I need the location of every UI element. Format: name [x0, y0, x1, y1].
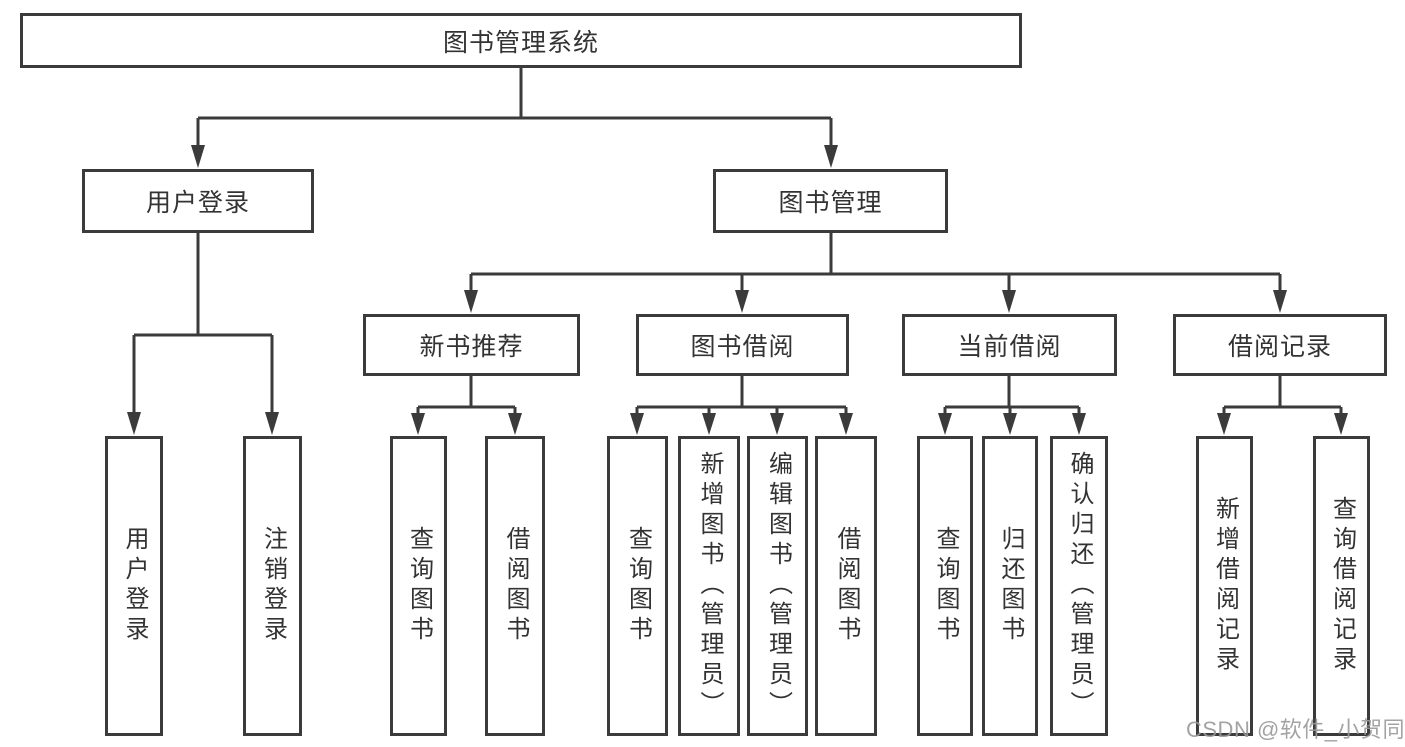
arrowhead — [1217, 413, 1231, 435]
leaf-confirm-return-admin: 确认归还（管理员） — [1050, 436, 1108, 736]
leaf-query-books-2: 查询图书 — [607, 436, 668, 736]
leaf-add-books-admin: 新增图书（管理员） — [678, 436, 740, 736]
leaf-borrow-books-1: 借阅图书 — [485, 436, 545, 736]
arrowhead — [1273, 290, 1287, 313]
leaf-add-borrow-record: 新增借阅记录 — [1196, 436, 1253, 736]
arrowhead — [1072, 413, 1086, 435]
leaf-logout: 注销登录 — [243, 436, 302, 736]
arrowhead — [508, 413, 522, 435]
arrowhead — [824, 145, 838, 168]
arrowhead — [1002, 290, 1016, 313]
leaf-borrow-books-2: 借阅图书 — [815, 436, 877, 736]
arrowhead — [839, 413, 853, 435]
arrowhead — [127, 412, 141, 435]
arrowhead — [735, 290, 749, 313]
node-current-borrow: 当前借阅 — [902, 314, 1117, 376]
arrowhead — [702, 413, 716, 435]
arrowhead — [770, 413, 784, 435]
leaf-query-books-1: 查询图书 — [390, 436, 447, 736]
arrowhead — [1003, 413, 1017, 435]
arrowhead — [265, 412, 279, 435]
csdn-watermark: CSDN @软件_小贺同学 — [1186, 717, 1405, 742]
leaf-query-borrow-record: 查询借阅记录 — [1313, 436, 1370, 736]
arrowhead — [191, 145, 205, 168]
node-root-system: 图书管理系统 — [20, 13, 1022, 68]
arrowhead — [464, 290, 478, 313]
leaf-edit-books-admin: 编辑图书（管理员） — [747, 436, 808, 736]
node-book-borrow: 图书借阅 — [636, 314, 849, 376]
node-book-management: 图书管理 — [713, 169, 948, 233]
leaf-return-books: 归还图书 — [982, 436, 1038, 736]
node-user-login: 用户登录 — [82, 169, 314, 233]
arrowhead — [411, 413, 425, 435]
arrowhead — [630, 413, 644, 435]
arrowhead — [938, 413, 952, 435]
arrowhead — [1334, 413, 1348, 435]
node-borrow-records: 借阅记录 — [1173, 314, 1387, 376]
leaf-query-books-3: 查询图书 — [917, 436, 973, 736]
node-new-book-recommend: 新书推荐 — [363, 314, 580, 376]
leaf-user-login: 用户登录 — [105, 436, 163, 736]
